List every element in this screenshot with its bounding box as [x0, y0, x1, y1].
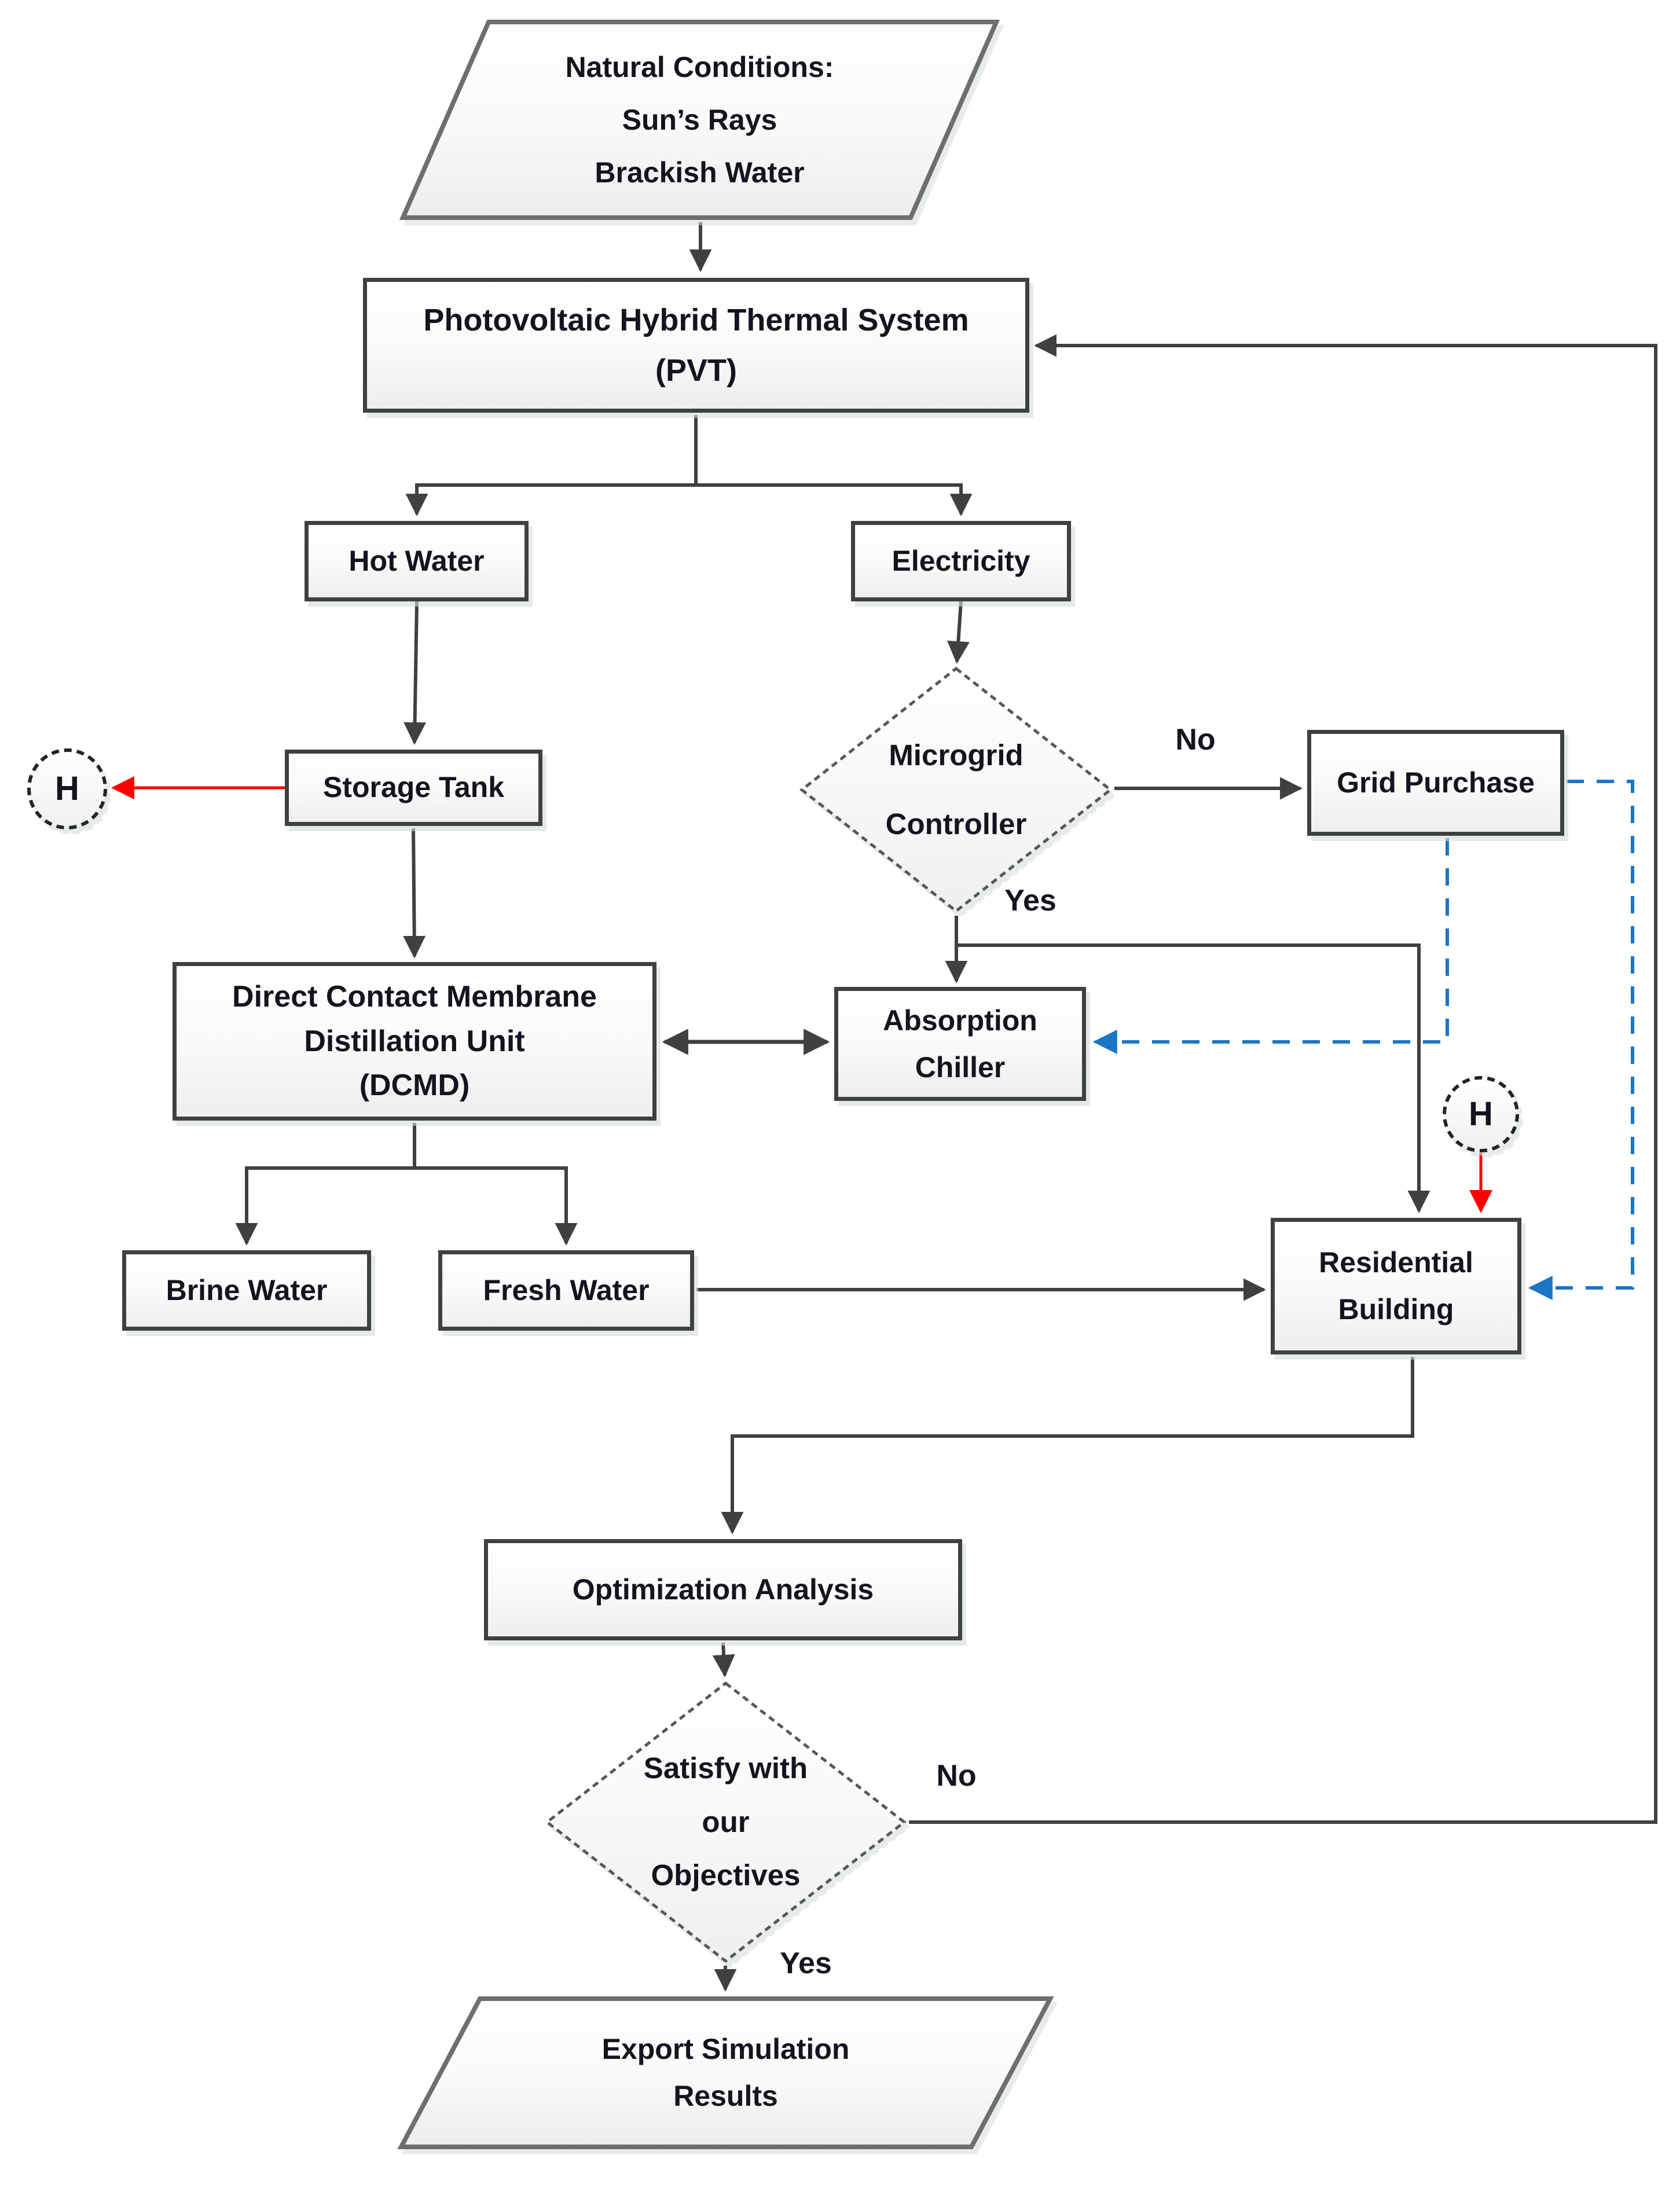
pvt-line1: Photovoltaic Hybrid Thermal System [423, 303, 969, 338]
export-label: Export Simulation Results [399, 1996, 1052, 2149]
node-grid-purchase: Grid Purchase [1307, 730, 1564, 836]
edge-label-microgrid-yes: Yes [1004, 883, 1057, 917]
grid-purchase-label: Grid Purchase [1311, 734, 1560, 832]
pvt-line2: (PVT) [655, 353, 737, 388]
natural-conditions-line2: Sun’s Rays [622, 103, 777, 136]
brine-water-label: Brine Water [126, 1254, 367, 1327]
circle-shape [27, 748, 107, 829]
h-right-label: H [1441, 1075, 1520, 1153]
grid-purchase-line1: Grid Purchase [1337, 766, 1535, 799]
parallelogram-shape [397, 1996, 1054, 2149]
node-h-left: H [26, 748, 108, 830]
residential-line1: Residential [1319, 1246, 1473, 1279]
fresh-water-label: Fresh Water [442, 1254, 690, 1327]
residential-line2: Building [1338, 1293, 1454, 1326]
optimization-line1: Optimization Analysis [572, 1573, 874, 1606]
edge-label-satisfy-yes: Yes [780, 1947, 832, 1980]
node-h-right: H [1441, 1075, 1520, 1153]
hot-water-line1: Hot Water [349, 544, 485, 577]
h-left-letter: H [55, 769, 79, 807]
edge-label-microgrid-no: No [1175, 722, 1216, 757]
edge-label-satisfy-no: No [936, 1759, 977, 1793]
absorption-line1: Absorption [883, 1004, 1037, 1037]
export-line2: Results [673, 2080, 778, 2112]
node-electricity: Electricity [851, 521, 1071, 601]
circle-shape [1443, 1076, 1519, 1152]
electricity-line1: Electricity [892, 544, 1030, 577]
node-satisfy-objectives: Satisfy with our Objectives [544, 1681, 907, 1963]
node-residential-building: Residential Building [1271, 1218, 1521, 1354]
node-absorption-chiller: Absorption Chiller [834, 987, 1086, 1101]
node-export-results: Export Simulation Results [397, 1996, 1054, 2149]
hot-water-label: Hot Water [309, 525, 524, 597]
h-right-letter: H [1469, 1095, 1493, 1133]
natural-conditions-line3: Brackish Water [595, 156, 805, 189]
node-pvt: Photovoltaic Hybrid Thermal System (PVT) [363, 278, 1029, 413]
h-left-label: H [26, 748, 108, 830]
node-dcmd: Direct Contact Membrane Distillation Uni… [173, 962, 656, 1121]
node-brine-water: Brine Water [122, 1250, 371, 1331]
node-storage-tank: Storage Tank [285, 750, 542, 826]
natural-conditions-label: Natural Conditions: Sun’s Rays Brackish … [401, 20, 999, 220]
pvt-label: Photovoltaic Hybrid Thermal System (PVT) [367, 282, 1025, 409]
edge-storage-to-dcmd [403, 828, 426, 959]
diamond-shape [544, 1681, 907, 1963]
node-natural-conditions: Natural Conditions: Sun’s Rays Brackish … [399, 20, 1000, 220]
node-microgrid-controller: Microgrid Controller [799, 666, 1113, 913]
node-optimization-analysis: Optimization Analysis [484, 1539, 962, 1640]
absorption-line2: Chiller [915, 1051, 1006, 1084]
storage-tank-label: Storage Tank [289, 754, 538, 822]
residential-label: Residential Building [1275, 1222, 1517, 1350]
microgrid-label: Microgrid Controller [799, 666, 1113, 913]
satisfy-line2: our [702, 1805, 750, 1838]
edge-residential-to-optimization [721, 1357, 1414, 1534]
edge-satisfy-no-loop [909, 334, 1657, 1824]
node-hot-water: Hot Water [305, 521, 529, 601]
parallelogram-shape [399, 20, 1000, 220]
optimization-label: Optimization Analysis [488, 1543, 958, 1636]
edge-optimization-to-satisfy [712, 1642, 735, 1677]
fresh-water-line1: Fresh Water [483, 1273, 650, 1306]
microgrid-line1: Microgrid [889, 739, 1024, 772]
microgrid-line2: Controller [885, 807, 1027, 840]
dcmd-line3: (DCMD) [359, 1069, 470, 1103]
edge-yes-branch-to-residential [956, 943, 1430, 1213]
edge-grid-to-residential-dashed [1528, 780, 1634, 1300]
brine-water-line1: Brine Water [166, 1273, 328, 1306]
satisfy-line3: Objectives [651, 1859, 801, 1892]
absorption-chiller-label: Absorption Chiller [838, 991, 1082, 1097]
edge-hotwater-to-storage [404, 601, 427, 745]
export-line1: Export Simulation [601, 2033, 850, 2065]
storage-tank-line1: Storage Tank [322, 771, 505, 804]
satisfy-line1: Satisfy with [643, 1751, 808, 1785]
edge-grid-to-absorption-dashed [1092, 838, 1449, 1054]
node-fresh-water: Fresh Water [438, 1250, 694, 1331]
edge-electricity-to-microgrid [947, 601, 970, 664]
satisfy-label: Satisfy with our Objectives [545, 1681, 907, 1963]
edge-dcmd-split [235, 1166, 578, 1246]
dcmd-line2: Distillation Unit [304, 1024, 525, 1058]
natural-conditions-line1: Natural Conditions: [565, 50, 834, 83]
dcmd-line1: Direct Contact Membrane [232, 979, 597, 1014]
diamond-shape [799, 666, 1113, 913]
dcmd-label: Direct Contact Membrane Distillation Uni… [177, 966, 652, 1117]
electricity-label: Electricity [855, 525, 1067, 597]
edge-pvt-split [405, 483, 973, 516]
